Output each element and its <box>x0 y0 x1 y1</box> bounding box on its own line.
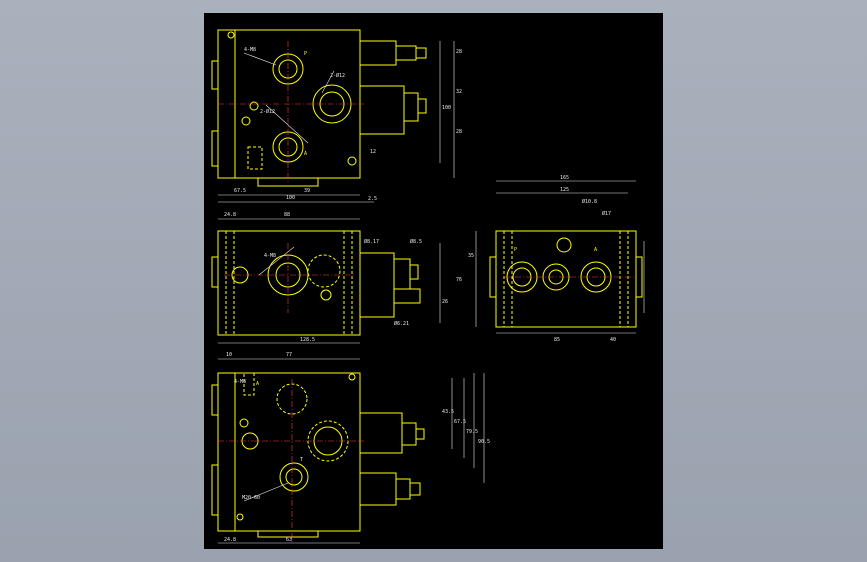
top-view-dim-corner: 2.5 <box>368 196 377 202</box>
bottom-view-cartridge-1 <box>359 412 403 454</box>
bottom-view-cartridge-1-head <box>401 422 417 446</box>
top-view-hidden-bore <box>247 146 263 170</box>
bottom-view-dim-v4: 90.5 <box>478 439 490 445</box>
top-view-left-boss-2 <box>211 130 219 167</box>
front-view-bolt <box>320 289 332 301</box>
front-view-leader-label-4: Ø6.21 <box>394 320 409 327</box>
top-view-left-boss <box>211 60 219 90</box>
bottom-view-cartridge-1-knob <box>415 428 425 440</box>
front-view-cartridge-cap <box>409 264 419 280</box>
top-view-bolt-hole-1 <box>227 31 235 39</box>
top-view-cartridge-1-head <box>395 45 417 61</box>
top-view-cartridge-2-knob <box>417 98 427 114</box>
top-view-leader-label-3: 2-Ø12 <box>330 72 345 79</box>
side-view-dim-7: 85 <box>554 337 560 343</box>
bottom-view-block-outline <box>217 372 361 532</box>
bottom-view-port-mark-a: A <box>256 381 259 387</box>
top-view-dim-3: 100 <box>286 195 295 201</box>
bottom-view-inner-outline <box>234 372 361 532</box>
top-view-bolt-hole-2 <box>347 156 357 166</box>
bottom-view-left-boss-2 <box>211 464 219 516</box>
top-view-dim-v5: 12 <box>370 149 376 155</box>
top-view-dim-v1: 28 <box>456 49 462 55</box>
front-view-left-boss <box>211 256 219 288</box>
bottom-view-hidden-bore <box>243 372 255 396</box>
front-view-cartridge <box>359 252 395 318</box>
top-view-port-mark-p: P <box>304 51 307 57</box>
side-view-right-boss <box>635 256 643 298</box>
side-view-dim-5: 35 <box>468 253 474 259</box>
bottom-view: 10 77 24.8 63 43.5 67.5 79.5 90.5 4-M8 M… <box>211 352 490 544</box>
bottom-view-dim-1: 10 <box>226 352 232 358</box>
top-view-cartridge-1 <box>359 40 397 66</box>
cad-drawing-canvas[interactable]: 67.5 39 100 2.5 28 32 28 100 12 4-M8 2-Ø… <box>204 13 663 549</box>
top-view-port-mark-a: A <box>304 151 307 157</box>
front-view-dim-3: 128.5 <box>300 337 315 343</box>
top-view-dim-2: 39 <box>304 188 310 194</box>
top-view-dim-v3: 28 <box>456 129 462 135</box>
bottom-view-port-mark-t: T <box>300 457 303 463</box>
front-view-cartridge-knob <box>393 288 421 304</box>
bottom-view-dim-v2: 67.5 <box>454 419 466 425</box>
bottom-view-port-t <box>279 462 309 492</box>
side-view-block-outline <box>495 230 637 328</box>
side-view-port-top <box>556 237 572 253</box>
bottom-view-left-boss <box>211 384 219 416</box>
top-view-leader-label-1: 4-M8 <box>244 47 256 53</box>
bottom-view-bolt-1 <box>239 418 249 428</box>
bottom-view-dim-3: 24.8 <box>224 537 236 543</box>
front-view-dim-4: 26 <box>442 299 448 305</box>
top-view-bolt-hole-3 <box>249 101 259 111</box>
top-view-cartridge-2 <box>359 85 405 135</box>
side-view: 165 125 Ø10.8 Ø17 35 76 85 40 P A <box>456 175 645 343</box>
top-view-leader-1 <box>243 52 277 66</box>
bottom-view-port-t-inner <box>285 468 303 486</box>
bottom-view-cartridge-2-head <box>395 478 411 500</box>
bottom-view-leader-label-2: M20-60 <box>242 495 260 501</box>
top-view-dim-v4: 100 <box>442 105 451 111</box>
top-view: 67.5 39 100 2.5 28 32 28 100 12 4-M8 2-Ø… <box>211 29 462 203</box>
front-view-hidden-port <box>307 254 341 288</box>
bottom-view-bolt-3 <box>348 373 356 381</box>
side-view-port-mark-p: P <box>514 247 517 253</box>
side-view-dim-6: 76 <box>456 277 462 283</box>
side-view-dim-2: 125 <box>560 187 569 193</box>
side-view-port-mark-a: A <box>594 247 597 253</box>
top-view-leader-2 <box>265 104 309 144</box>
bottom-view-leader-label-1: 4-M8 <box>234 379 246 385</box>
bottom-view-bottom-lip <box>257 530 319 538</box>
drawing-sheet: 67.5 39 100 2.5 28 32 28 100 12 4-M8 2-Ø… <box>211 29 645 544</box>
top-view-cartridge-1-knob <box>415 47 427 59</box>
front-view: 24.8 88 128.5 26 4-M8 Ø8.17 Ø8.5 Ø6.21 <box>211 212 448 344</box>
top-view-leader-3 <box>321 70 335 94</box>
front-view-dim-1: 24.8 <box>224 212 236 218</box>
side-view-dim-3: Ø10.8 <box>582 198 597 205</box>
front-view-leader-label-1: 4-M8 <box>264 253 276 259</box>
top-view-dim-v2: 32 <box>456 89 462 95</box>
side-view-dim-1: 165 <box>560 175 569 181</box>
top-view-leader-label-2: 2-Ø12 <box>260 108 275 115</box>
bottom-view-leader-1 <box>243 482 289 502</box>
top-view-dim-1: 67.5 <box>234 188 246 194</box>
bottom-view-cartridge-2 <box>359 472 397 506</box>
front-view-leader-1 <box>258 246 295 276</box>
front-view-dim-2: 88 <box>284 212 290 218</box>
bottom-view-dim-v3: 79.5 <box>466 429 478 435</box>
bottom-view-dim-v1: 43.5 <box>442 409 454 415</box>
bottom-view-cartridge-2-knob <box>409 482 421 496</box>
bottom-view-dim-4: 63 <box>286 537 292 543</box>
top-view-bolt-hole-4 <box>241 116 251 126</box>
side-view-left-boss <box>489 256 497 298</box>
front-view-cartridge-head <box>393 258 411 290</box>
front-view-leader-label-3: Ø8.5 <box>410 238 422 245</box>
top-view-port-a <box>272 131 304 163</box>
top-view-cartridge-2-head <box>403 92 419 122</box>
bottom-view-dim-2: 77 <box>286 352 292 358</box>
bottom-view-bolt-2 <box>236 513 244 521</box>
side-view-dim-4: Ø17 <box>602 210 611 217</box>
side-view-dim-8: 40 <box>610 337 616 343</box>
front-view-leader-label-2: Ø8.17 <box>364 238 379 245</box>
